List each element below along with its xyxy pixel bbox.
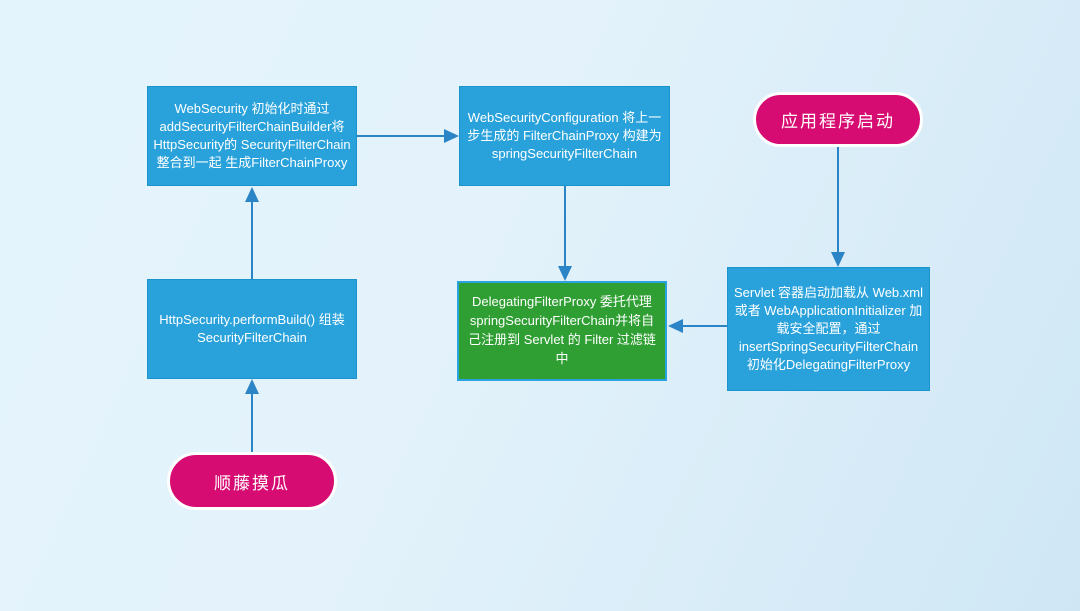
arrow-app-start-to-servlet-container — [831, 147, 845, 267]
node-delegating-filter-proxy: DelegatingFilterProxy 委托代理 springSecurit… — [457, 281, 667, 381]
arrow-config-to-delegating-proxy — [558, 186, 572, 281]
arrow-http-security-to-websecurity-init — [245, 187, 259, 279]
node-servlet-container: Servlet 容器启动加载从 Web.xml 或者 WebApplicatio… — [727, 267, 930, 391]
node-http-security-perform-build: HttpSecurity.performBuild() 组装SecurityFi… — [147, 279, 357, 379]
arrow-start-explore-to-http-security — [245, 379, 259, 452]
arrow-websecurity-init-to-config — [357, 129, 459, 143]
arrow-servlet-container-to-delegating-proxy — [668, 319, 727, 333]
node-websecurity-init: WebSecurity 初始化时通过 addSecurityFilterChai… — [147, 86, 357, 186]
node-app-start: 应用程序启动 — [753, 92, 923, 147]
node-websecurity-configuration: WebSecurityConfiguration 将上一步生成的 FilterC… — [459, 86, 670, 186]
node-start-explore: 顺藤摸瓜 — [167, 452, 337, 510]
